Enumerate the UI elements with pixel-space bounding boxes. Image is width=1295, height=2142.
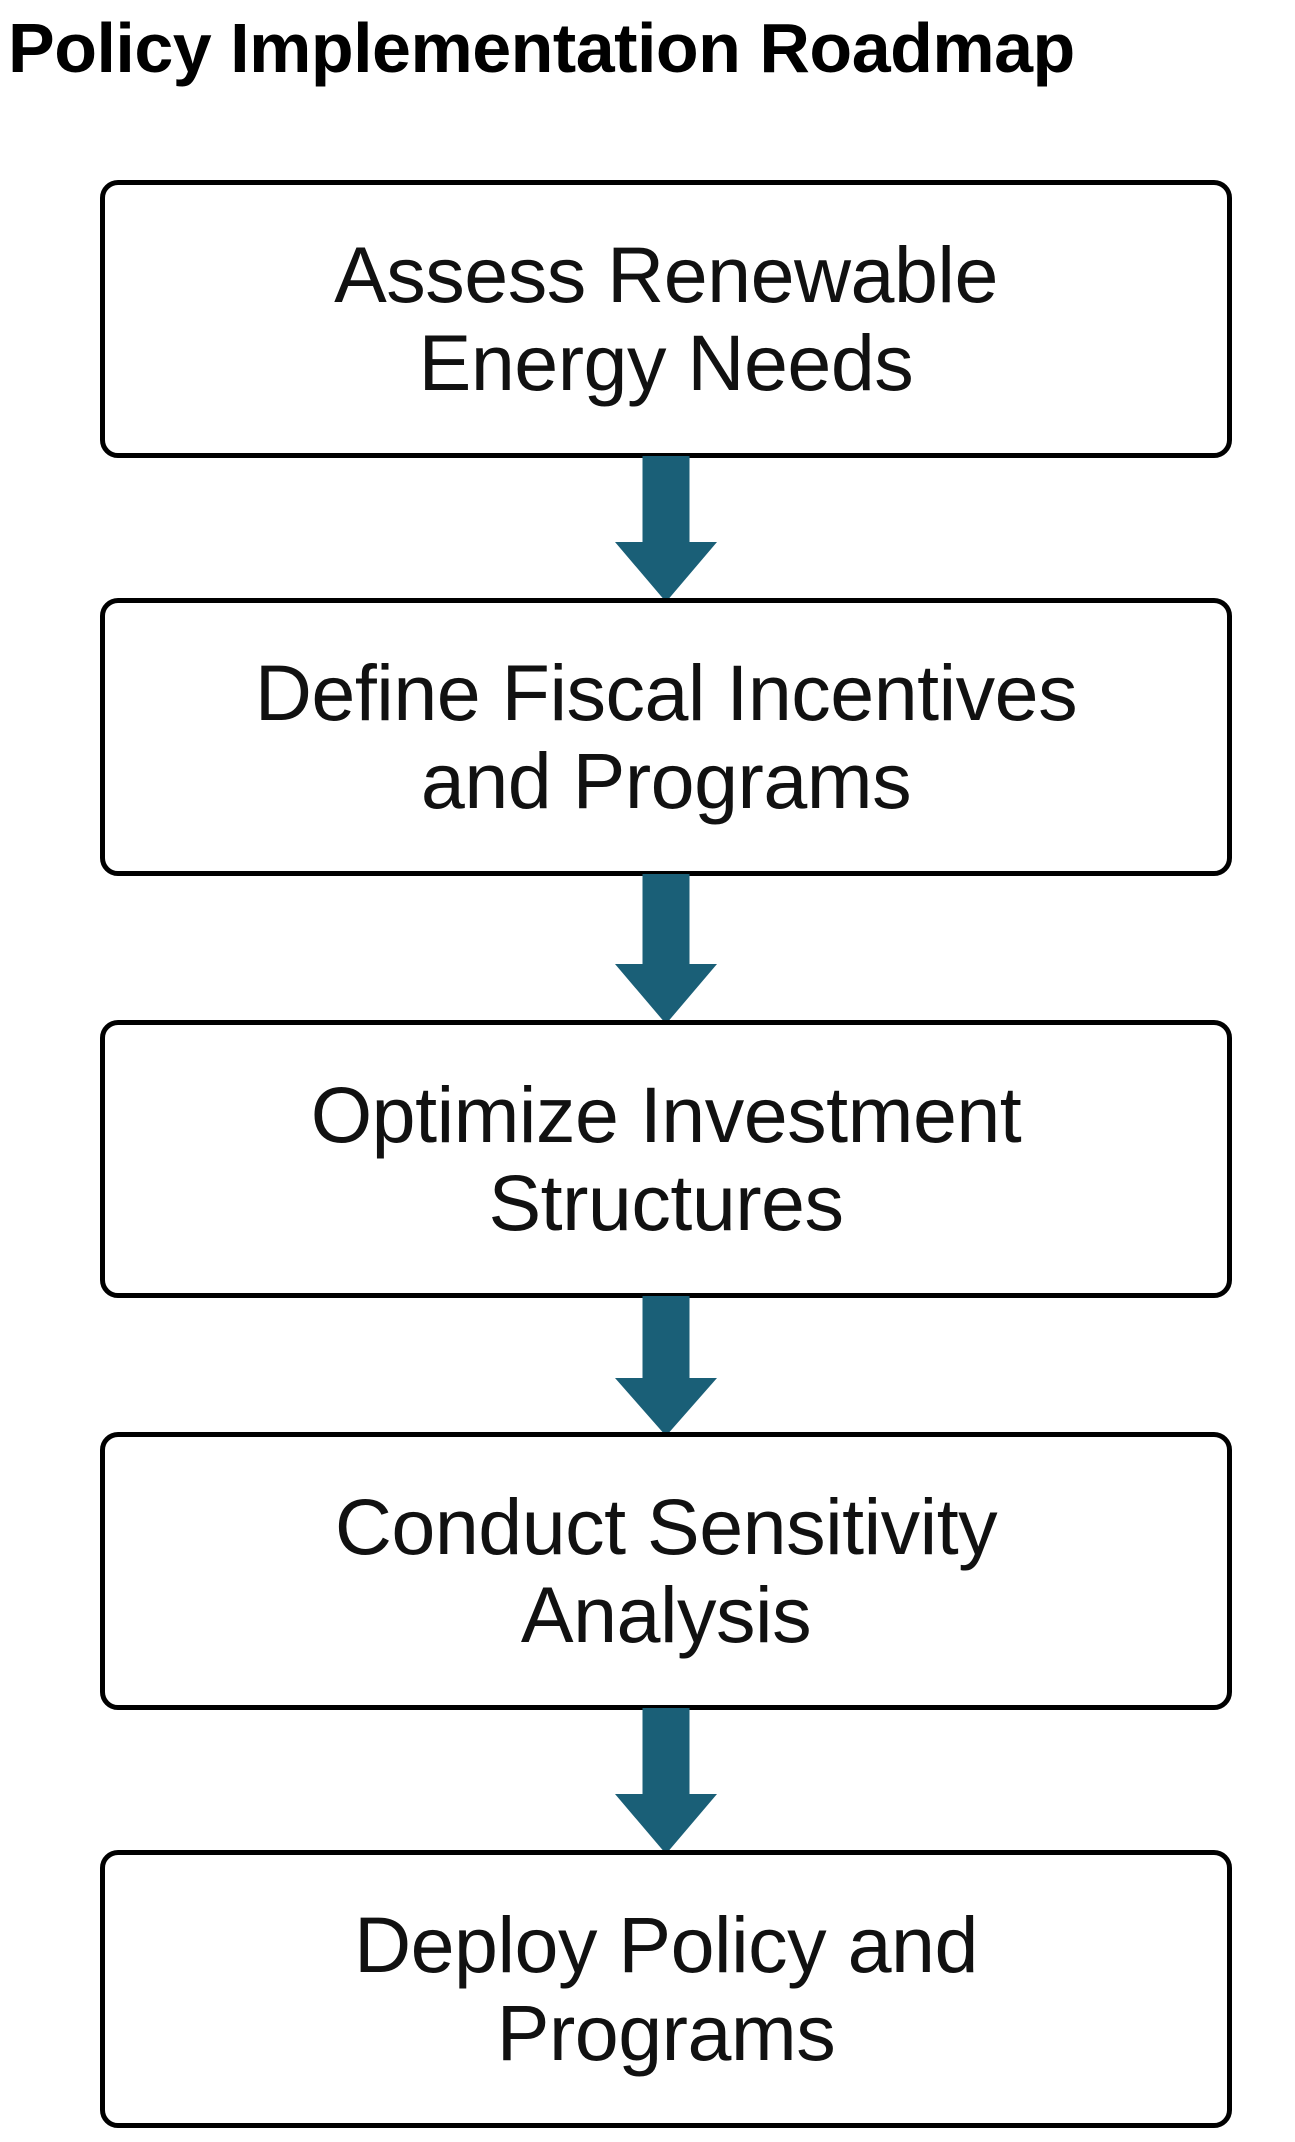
flow-node-label: Define Fiscal Incentives and Programs [254,647,1078,825]
flow-node-assess-renewable-energy-needs[interactable]: Assess Renewable Energy Needs [100,180,1232,458]
flow-node-label: Optimize Investment Structures [310,1069,1022,1247]
down-arrow-icon [615,1296,717,1436]
flow-connector-arrow-1 [615,456,717,602]
flow-node-label: Conduct Sensitivity Analysis [334,1481,998,1659]
flow-node-define-fiscal-incentives-and-programs[interactable]: Define Fiscal Incentives and Programs [100,598,1232,876]
down-arrow-icon [615,456,717,602]
flow-node-conduct-sensitivity-analysis[interactable]: Conduct Sensitivity Analysis [100,1432,1232,1710]
flow-node-deploy-policy-and-programs[interactable]: Deploy Policy and Programs [100,1850,1232,2128]
flow-connector-arrow-2 [615,874,717,1024]
flow-connector-arrow-3 [615,1296,717,1436]
flow-connector-arrow-4 [615,1708,717,1854]
down-arrow-icon [615,1708,717,1854]
down-arrow-icon [615,874,717,1024]
flow-node-label: Deploy Policy and Programs [354,1899,978,2077]
page-title: Policy Implementation Roadmap [8,9,1075,87]
flow-node-optimize-investment-structures[interactable]: Optimize Investment Structures [100,1020,1232,1298]
flow-node-label: Assess Renewable Energy Needs [334,229,998,407]
